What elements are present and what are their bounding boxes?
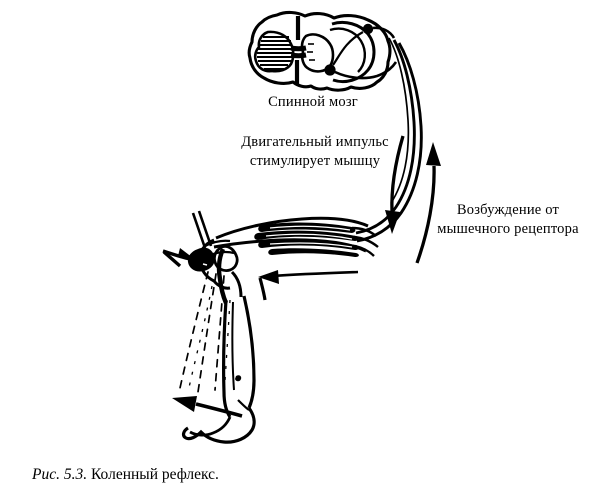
figure-caption: Рис. 5.3. Коленный рефлекс. (32, 466, 219, 484)
foot-outline (181, 399, 256, 444)
ankle-marking (235, 375, 242, 382)
nerve-fiber-bundle (355, 37, 423, 243)
efferent-motor-nerve (355, 39, 416, 235)
label-spinal-cord: Спинной мозг (268, 94, 358, 110)
leg-kick-direction-arrow (172, 396, 243, 418)
caption-number: Рис. 5.3. (32, 466, 88, 483)
descending-motor-impulse-arrow (385, 135, 405, 234)
reflex-hammer (187, 210, 215, 272)
sensory-neuron-cell-body (362, 23, 374, 35)
hammer-strike-arrow (162, 248, 197, 268)
ascending-sensory-impulse-arrow (415, 142, 441, 264)
lower-leg-motion-arrow (258, 270, 359, 301)
caption-title: Коленный рефлекс. (90, 466, 219, 483)
motor-neuron-cell-body (324, 64, 336, 76)
leg-outline (222, 295, 256, 418)
label-motor-impulse: Двигательный импульс стимулирует мышцу (241, 134, 389, 169)
previous-leg-position-dashes (179, 271, 225, 393)
hatched-gray-matter-horn (257, 36, 293, 70)
spinal-cord-cross-section (247, 10, 398, 92)
patellar-tendon (216, 248, 229, 304)
afferent-sensory-nerve (356, 42, 423, 243)
thigh-muscle (213, 216, 379, 257)
label-sensory-excitation: Возбуждение от мышечного рецептора (437, 202, 579, 237)
